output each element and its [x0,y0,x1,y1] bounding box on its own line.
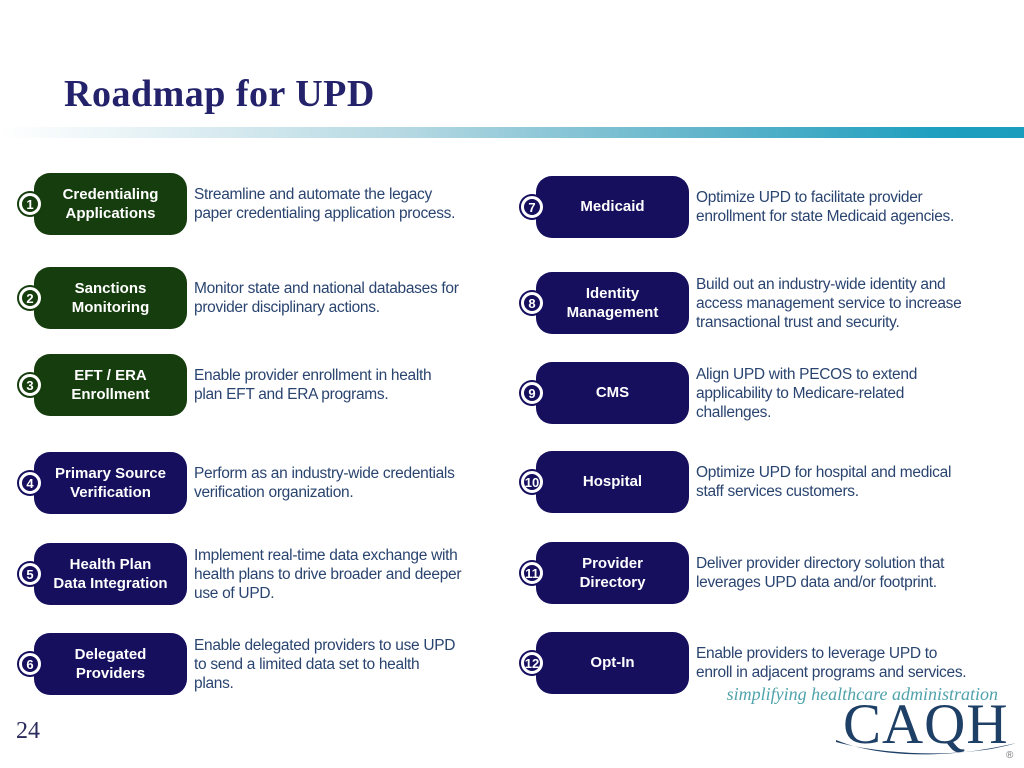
item-number-badge: 12 [521,652,543,674]
item-description: Optimize UPD to facilitate provider enro… [696,189,954,225]
item-pill: 3 EFT / ERA Enrollment [19,354,187,416]
item-pill: 12 Opt-In [521,632,689,694]
roadmap-item-2: 2 Sanctions Monitoring Monitor state and… [19,267,504,329]
roadmap-item-9: 9 CMS Align UPD with PECOS to extend app… [521,362,1016,424]
item-label: Identity Management [566,284,659,322]
item-number-badge: 2 [19,287,41,309]
roadmap-item-11: 11 Provider Directory Deliver provider d… [521,542,1016,604]
item-number-badge: 10 [521,471,543,493]
item-label: Provider Directory [579,554,646,592]
item-number-badge: 3 [19,374,41,396]
item-description: Streamline and automate the legacy paper… [194,186,456,222]
title-divider-gradient [0,127,1024,138]
item-description: Optimize UPD for hospital and medical st… [696,464,952,500]
item-label: CMS [595,384,630,402]
item-pill: 7 Medicaid [521,176,689,238]
page-number: 24 [16,718,40,744]
roadmap-item-10: 10 Hospital Optimize UPD for hospital an… [521,451,1016,513]
item-pill: 11 Provider Directory [521,542,689,604]
item-pill: 6 Delegated Providers [19,633,187,695]
roadmap-item-5: 5 Health Plan Data Integration Implement… [19,543,504,605]
item-description: Enable delegated providers to use UPD to… [194,636,456,692]
roadmap-item-3: 3 EFT / ERA Enrollment Enable provider e… [19,354,504,416]
item-pill: 9 CMS [521,362,689,424]
item-description: Perform as an industry-wide credentials … [194,465,455,501]
item-number-badge: 11 [521,562,543,584]
item-description: Monitor state and national databases for… [194,280,459,316]
item-pill: 10 Hospital [521,451,689,513]
roadmap-item-1: 1 Credentialing Applications Streamline … [19,173,504,235]
registered-trademark-icon: ® [1006,750,1014,761]
item-label: Sanctions Monitoring [71,279,150,317]
item-number-badge: 4 [19,472,41,494]
item-pill: 2 Sanctions Monitoring [19,267,187,329]
caqh-logo-swoosh-icon [836,740,1016,755]
roadmap-item-12: 12 Opt-In Enable providers to leverage U… [521,632,1016,694]
caqh-logo: CAQH [843,693,1009,756]
roadmap-item-8: 8 Identity Management Build out an indus… [521,272,1016,334]
item-description: Implement real-time data exchange with h… [194,546,462,602]
item-label: Primary Source Verification [55,464,166,502]
item-description: Align UPD with PECOS to extend applicabi… [696,365,918,421]
item-number-badge: 5 [19,563,41,585]
item-number-badge: 1 [19,193,41,215]
item-pill: 5 Health Plan Data Integration [19,543,187,605]
caqh-tagline: simplifying healthcare administration [726,684,998,704]
roadmap-item-6: 6 Delegated Providers Enable delegated p… [19,633,504,695]
item-number-badge: 7 [521,196,543,218]
item-label: Medicaid [580,198,645,216]
item-description: Enable provider enrollment in health pla… [194,367,432,403]
item-number-badge: 8 [521,292,543,314]
item-description: Build out an industry-wide identity and … [696,275,962,331]
item-pill: 1 Credentialing Applications [19,173,187,235]
item-number-badge: 9 [521,382,543,404]
item-label: EFT / ERA Enrollment [71,366,150,404]
item-pill: 8 Identity Management [521,272,689,334]
roadmap-item-7: 7 Medicaid Optimize UPD to facilitate pr… [521,176,1016,238]
item-number-badge: 6 [19,653,41,675]
item-pill: 4 Primary Source Verification [19,452,187,514]
item-label: Delegated Providers [74,645,147,683]
item-description: Deliver provider directory solution that… [696,555,945,591]
item-label: Opt-In [590,654,635,672]
item-label: Hospital [582,473,643,491]
item-description: Enable providers to leverage UPD to enro… [696,645,967,681]
page-title: Roadmap for UPD [64,73,375,115]
roadmap-item-4: 4 Primary Source Verification Perform as… [19,452,504,514]
item-label: Credentialing Applications [62,185,159,223]
item-label: Health Plan Data Integration [53,555,168,593]
